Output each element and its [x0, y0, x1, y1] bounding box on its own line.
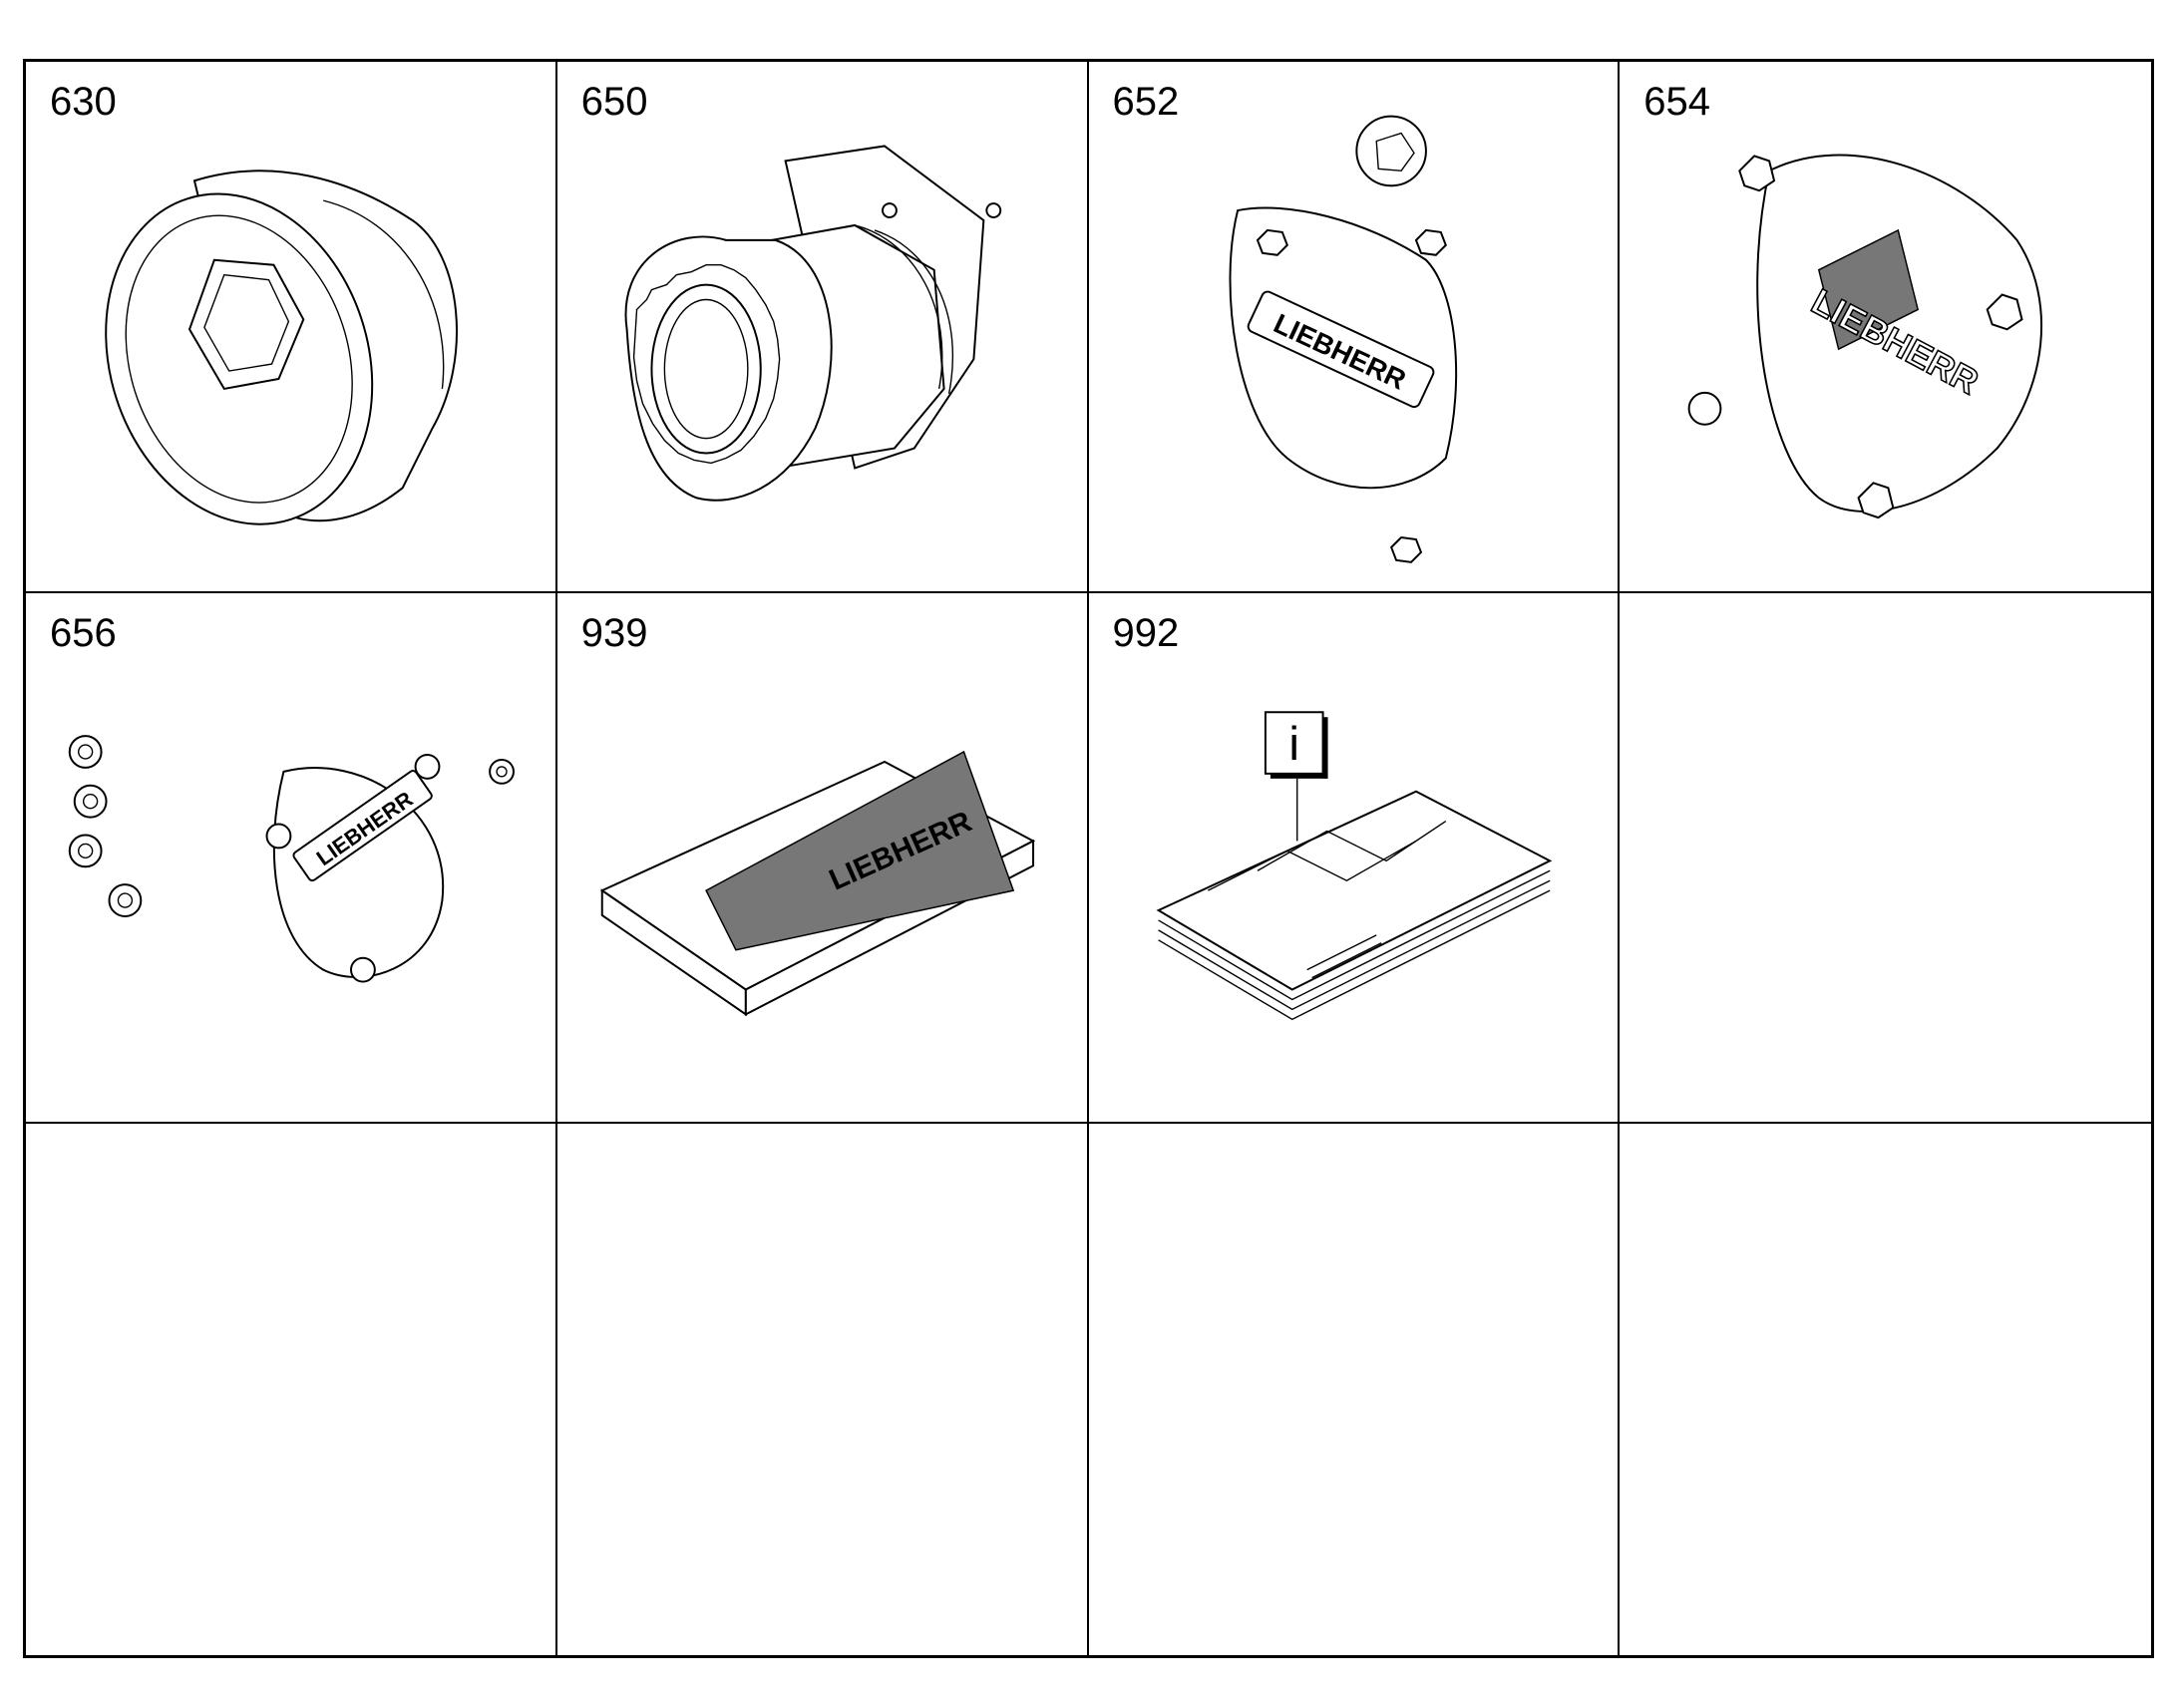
part-number: 656 — [50, 610, 117, 655]
parts-grid: 630 650 652 — [23, 59, 2154, 1658]
empty-cell — [557, 1124, 1089, 1655]
part-number: 654 — [1643, 80, 1710, 124]
part-cell-650[interactable]: 650 — [556, 62, 1089, 593]
gear-hub-icon — [624, 145, 1001, 502]
info-glyph: i — [1288, 718, 1299, 771]
part-number: 652 — [1112, 80, 1180, 124]
part-number: 939 — [580, 610, 648, 655]
empty-cell — [1620, 593, 2151, 1125]
part-cell-656[interactable]: 656 LIEBHERR — [26, 592, 557, 1125]
part-cell-992[interactable]: 992 i — [1088, 592, 1621, 1125]
plug-screw-icon — [105, 170, 458, 525]
part-number: 992 — [1112, 610, 1180, 655]
part-number: 650 — [580, 80, 648, 124]
empty-cell — [26, 1124, 557, 1655]
cover-kit-icon: LIEBHERR — [68, 734, 515, 983]
empty-cell — [1089, 1124, 1621, 1655]
parts-box-icon: LIEBHERR — [599, 750, 1035, 1016]
info-documents-icon: i — [1155, 710, 1552, 1020]
part-cell-652[interactable]: 652 LIEBHERR — [1088, 62, 1621, 593]
part-cell-630[interactable]: 630 — [26, 62, 557, 593]
round-cover-icon: LIEBHERR — [1687, 154, 2043, 519]
empty-cell — [1620, 1124, 2151, 1655]
part-number: 630 — [50, 80, 117, 124]
cover-plate-icon: LIEBHERR — [1229, 115, 1457, 563]
part-cell-939[interactable]: 939 LIEBHERR — [556, 592, 1089, 1125]
part-cell-654[interactable]: 654 LIEBHERR — [1620, 62, 2151, 593]
